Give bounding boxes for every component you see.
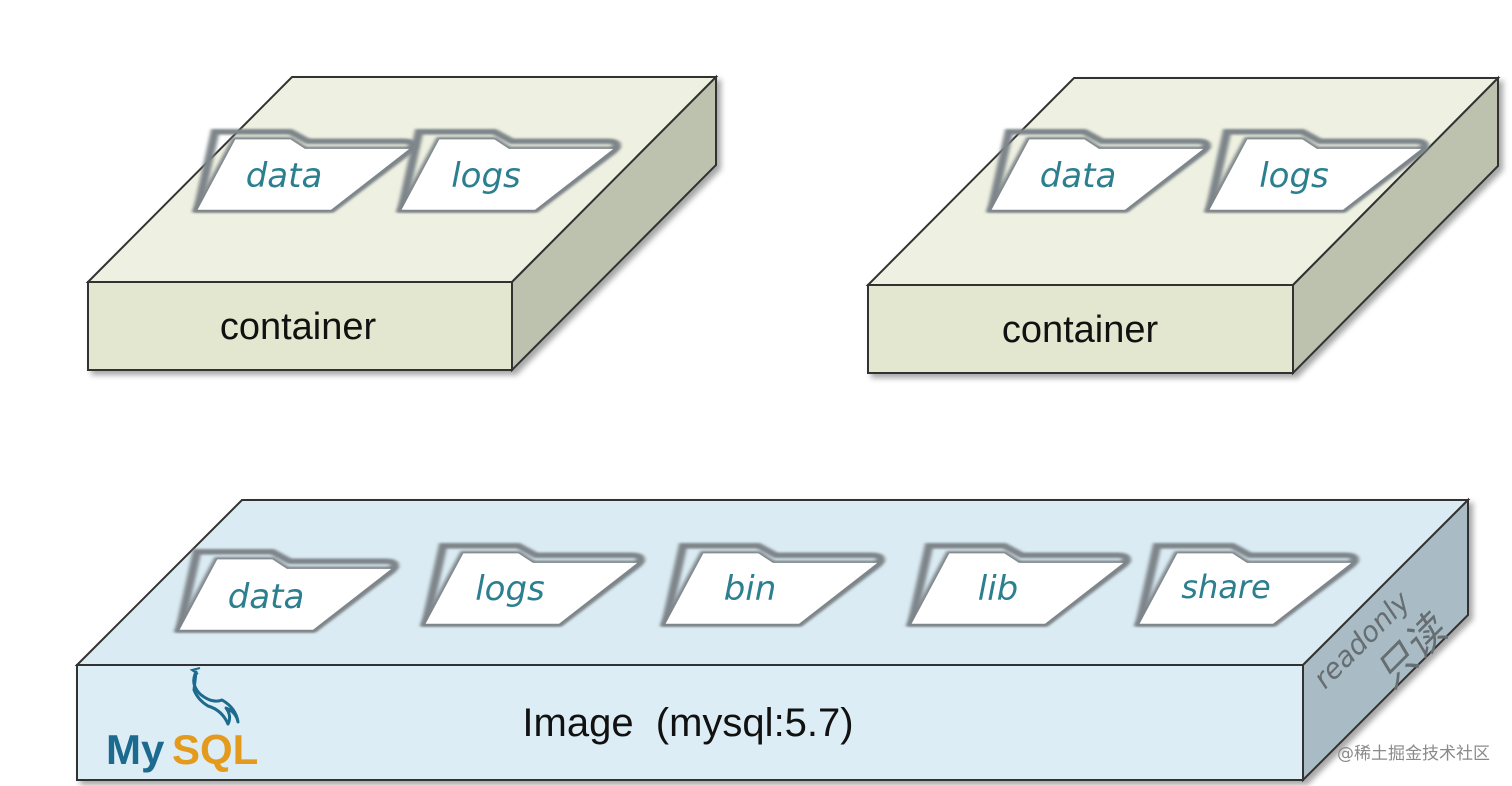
container-1-front (87, 281, 513, 371)
dolphin-icon (192, 670, 240, 726)
image-folder-share-label: share (1181, 568, 1270, 606)
container-block-2 (865, 75, 1501, 376)
image-folder-bin-label: bin (724, 569, 777, 609)
mysql-logo-sql: SQL (172, 726, 258, 773)
container-1-label: container (220, 306, 377, 348)
mysql-logo: My SQL (106, 667, 258, 773)
mysql-logo-my: My (106, 726, 165, 773)
image-folder-lib-label: lib (978, 569, 1018, 609)
container-1-folder-logs-label: logs (451, 156, 521, 196)
image-label: Image (mysql:5.7) (522, 701, 853, 745)
image-front (76, 664, 1304, 781)
container-2-label: container (1002, 309, 1159, 351)
image-folder-data-label: data (228, 577, 305, 617)
container-2-folder-data-label: data (1040, 156, 1117, 196)
watermark: @稀土掘金技术社区 (1337, 744, 1490, 764)
container-block-1 (85, 74, 719, 373)
container-2-front (867, 284, 1294, 374)
container-2-folder-logs-label: logs (1259, 156, 1329, 196)
container-1-folder-data-label: data (246, 156, 323, 196)
image-folder-logs-label: logs (475, 569, 545, 609)
